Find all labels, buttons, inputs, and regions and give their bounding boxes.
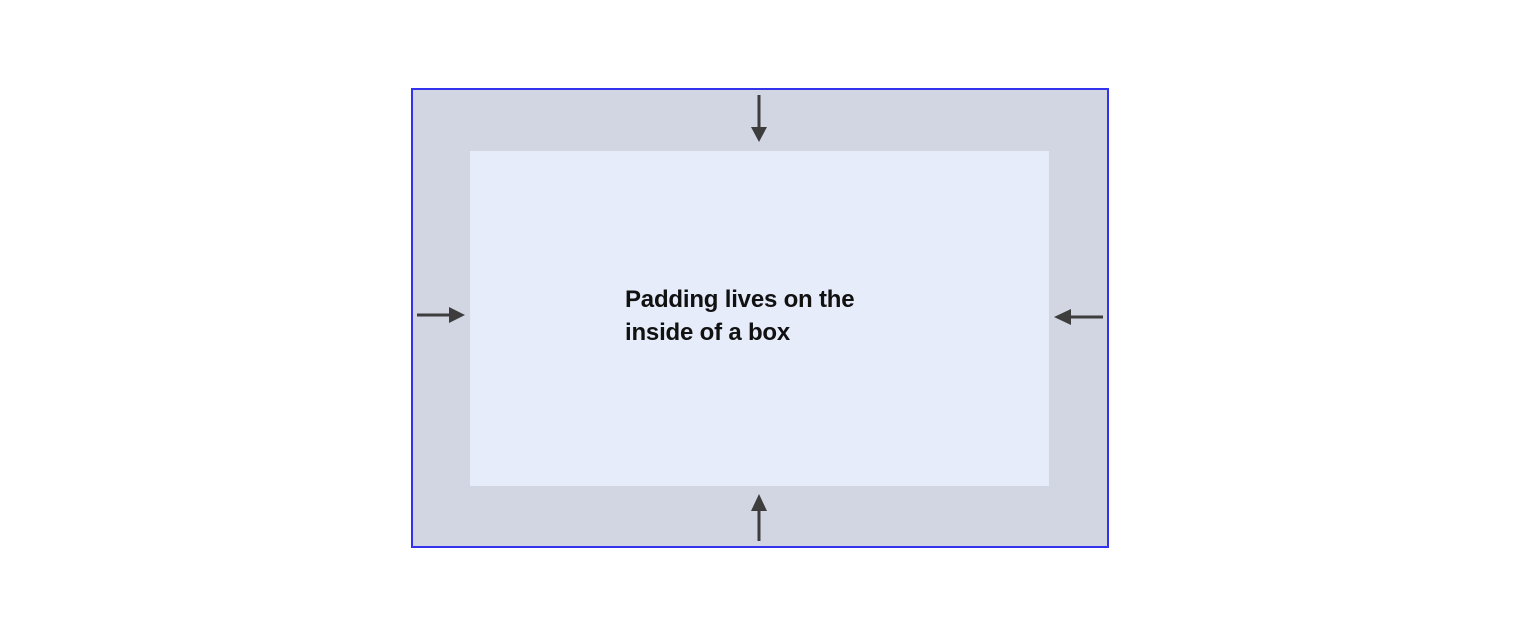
content-box [470, 151, 1049, 486]
content-box-label: Padding lives on the inside of a box [625, 286, 855, 346]
